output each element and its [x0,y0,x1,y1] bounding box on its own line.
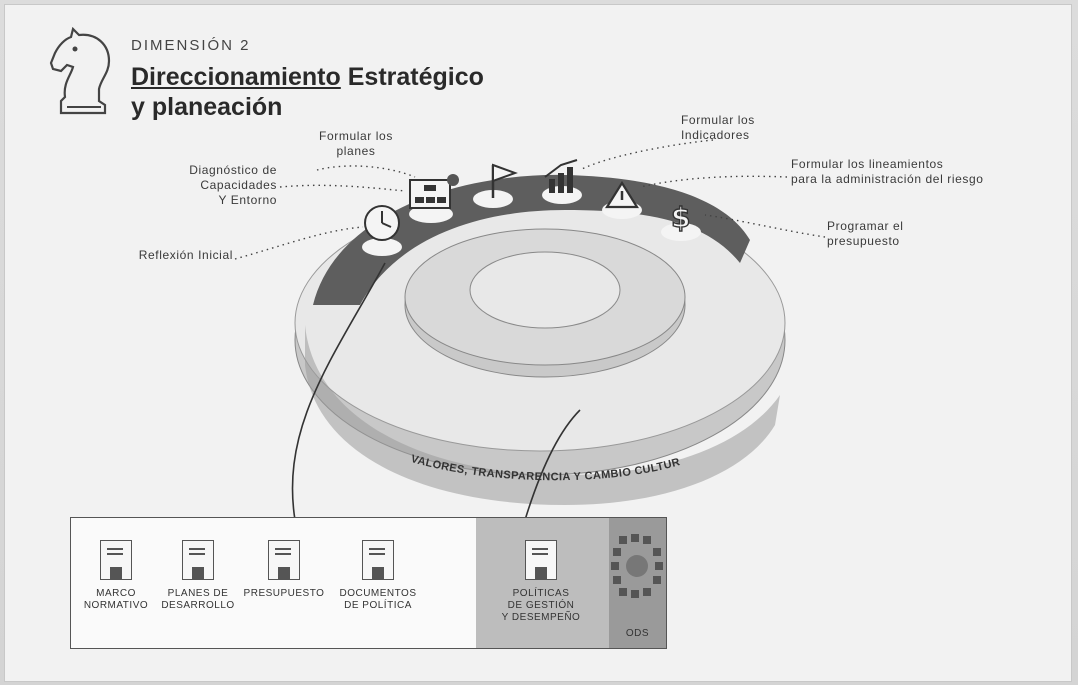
flag-icon [491,163,518,198]
ods-label: ODS [625,628,650,639]
gestion-panel-bg [476,518,609,648]
title-part1: Direccionamiento [131,63,341,91]
document-item: PLANES DE DESARROLLO [153,528,243,612]
inner-ring-center [469,251,621,329]
document-item: DOCUMENTOS DE POLÍTICA [333,528,423,612]
connector-right [524,409,581,521]
org-chart-icon [409,174,459,209]
document-icon [525,540,557,580]
document-icon [182,540,214,580]
clock-icon [364,205,400,241]
title-part2: Estratégico [347,63,484,91]
connector-left [291,262,386,521]
document-icon [100,540,132,580]
lower-band [305,325,780,505]
ods-panel: ODS [609,518,666,648]
stage-pad [362,238,402,256]
warning-icon [605,180,639,209]
document-label: PRESUPUESTO [243,588,325,599]
bar-chart-icon [544,159,578,193]
leader-lines [234,139,826,260]
document-icon [268,540,300,580]
dollar-icon: $ [671,201,690,234]
stage-pad [661,223,701,241]
document-label: DOCUMENTOS DE POLÍTICA [339,588,417,611]
document-item: MARCO NORMATIVO [71,528,161,612]
document-label: POLÍTICAS DE GESTIÓN Y DESEMPEÑO [501,588,581,623]
stage-pad [473,190,513,208]
ods-wheel-icon [611,534,663,598]
document-icon [362,540,394,580]
documents-panel: ODS MARCO NORMATIVO PLANES DE DESARROLLO… [70,517,667,649]
stage-label-riesgo: Formular los lineamientos para la admini… [791,157,984,186]
dimension-label: DIMENSIÓN 2 [131,37,251,54]
page-title-line2: y planeación [131,93,283,121]
stage-label-reflexion: Reflexión Inicial [138,248,233,262]
figure-dimension-2: DIMENSIÓN 2 Direccionamiento Estratégico… [5,5,1071,681]
page-title-line1: Direccionamiento Estratégico [131,63,484,92]
stage-label-indicadores: Formular los Indicadores [681,113,755,142]
stage-label-planes: Formular los planes [319,129,393,158]
document-item: POLÍTICAS DE GESTIÓN Y DESEMPEÑO [496,528,586,624]
document-label: MARCO NORMATIVO [83,588,149,611]
planning-ring-diagram: $ VALORES, TRANSPARENCIA Y CAMBIO CULTUR… [5,5,826,521]
document-label: PLANES DE DESARROLLO [161,588,235,611]
stage-label-diagnostico: Diagnóstico de Capacidades Y Entorno [189,163,277,207]
document-item: PRESUPUESTO [239,528,329,600]
stage-pad [409,205,453,223]
knight-chess-icon [49,27,111,115]
stage-label-presupuesto: Programar el presupuesto [827,219,904,248]
